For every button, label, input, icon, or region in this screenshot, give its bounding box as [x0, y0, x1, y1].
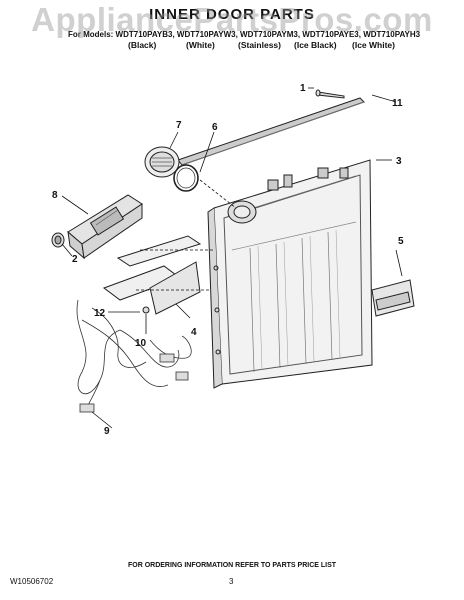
- vent-cover: [144, 146, 180, 178]
- small-screw: [142, 306, 150, 314]
- callout-4: 4: [191, 327, 197, 338]
- inner-door-panel: [207, 159, 373, 389]
- callout-2: 2: [72, 254, 78, 265]
- callout-9: 9: [104, 426, 110, 437]
- models-line: For Models: WDT710PAYB3, WDT710PAYW3, WD…: [68, 30, 421, 39]
- finish-labels: (Black) (White) (Stainless) (Ice Black) …: [0, 40, 464, 52]
- callout-3: 3: [396, 156, 402, 167]
- finish-label-ice-black: (Ice Black): [294, 40, 337, 50]
- callout-12: 12: [94, 308, 106, 319]
- callout-6: 6: [212, 122, 218, 133]
- callout-7: 7: [176, 120, 182, 131]
- callout-8: 8: [52, 190, 58, 201]
- watermark: AppliancePartsPros.com: [31, 1, 433, 38]
- callout-10: 10: [135, 338, 147, 349]
- screw-part: [315, 89, 345, 99]
- control-board-housing: [102, 235, 202, 315]
- door-strip: [177, 97, 365, 166]
- finish-label-white: (White): [186, 40, 215, 50]
- finish-label-ice-white: (Ice White): [352, 40, 395, 50]
- finish-label-stainless: (Stainless): [238, 40, 281, 50]
- leader-lines: [61, 87, 403, 429]
- callout-5: 5: [398, 236, 404, 247]
- gasket-ring: [173, 164, 199, 192]
- callout-11: 11: [392, 98, 403, 109]
- page-number: 3: [229, 577, 234, 586]
- knob-part: [51, 232, 65, 248]
- dispenser-module: [67, 194, 143, 260]
- ordering-note: FOR ORDERING INFORMATION REFER TO PARTS …: [127, 562, 337, 569]
- document-number: W10506702: [10, 577, 54, 586]
- wire-harness: [76, 299, 192, 413]
- finish-label-black: (Black): [128, 40, 157, 50]
- motor-housing: [371, 279, 415, 317]
- page-title: INNER DOOR PARTS: [149, 6, 315, 23]
- callout-1: 1: [300, 83, 306, 94]
